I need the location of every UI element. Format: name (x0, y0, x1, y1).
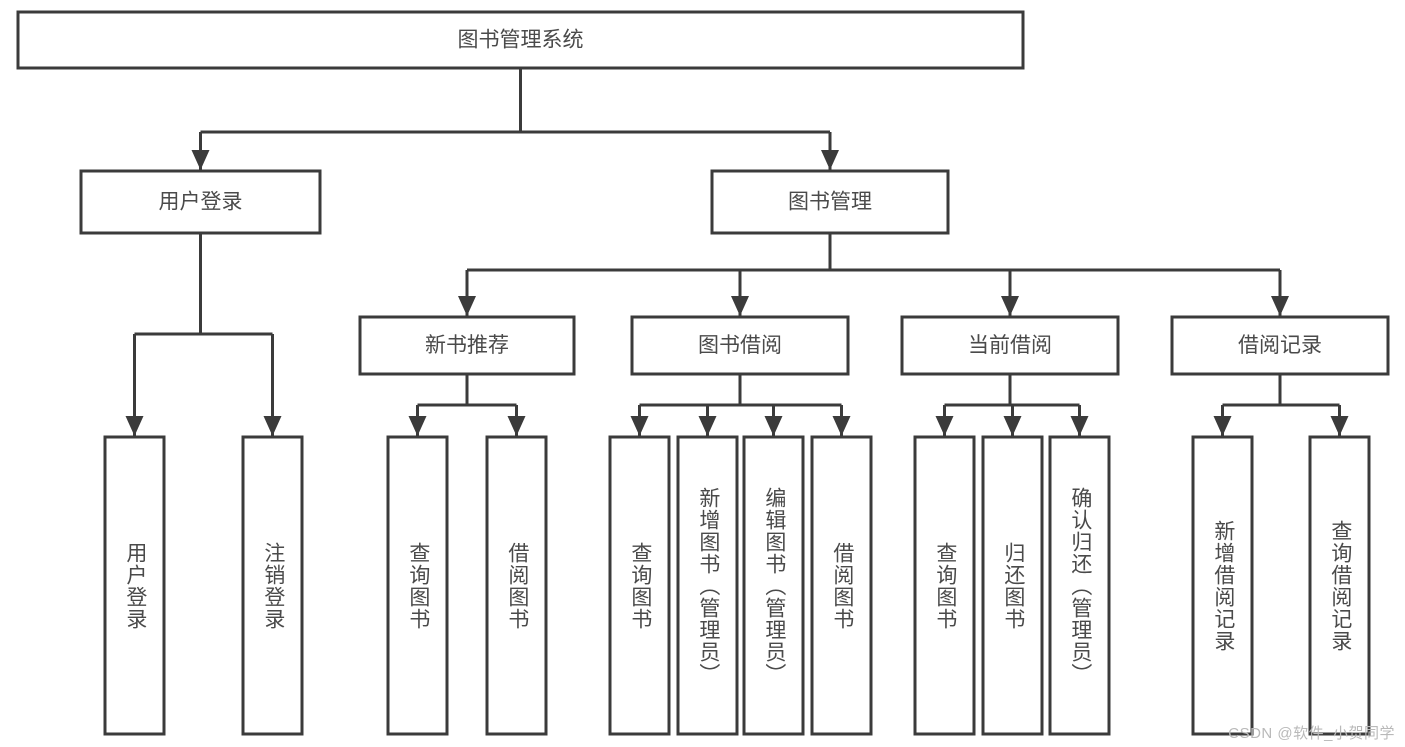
node-book-borrow[interactable]: 图书借阅 (630, 315, 850, 376)
leaf-box (981, 435, 1044, 736)
node-leaf-query-record[interactable] (1308, 435, 1371, 736)
leaf-box (103, 435, 166, 736)
level2-box (710, 169, 950, 235)
arrow-head-icon (1001, 296, 1019, 316)
arrow-head-icon (125, 416, 144, 436)
leaf-box (810, 435, 873, 736)
leaf-box (386, 435, 449, 736)
leaf-box (485, 435, 548, 736)
level3-box (1170, 315, 1390, 376)
arrow-head-icon (1330, 416, 1349, 436)
arrow-head-icon (1271, 296, 1289, 316)
arrow-head-icon (458, 296, 476, 316)
node-label: 用户登录 (159, 191, 243, 214)
level3-box (358, 315, 576, 376)
arrow-head-icon (1003, 416, 1022, 436)
arrow-head-icon (764, 416, 783, 436)
arrow-head-icon (408, 416, 427, 436)
node-book-manage[interactable]: 图书管理 (710, 169, 950, 235)
node-label: 图书管理系统 (458, 29, 584, 52)
leaf-box (1048, 435, 1111, 736)
leaf-box (608, 435, 671, 736)
node-root[interactable]: 图书管理系统 (16, 10, 1025, 70)
node-leaf-borrow-book-2[interactable] (810, 435, 873, 736)
level2-box (79, 169, 322, 235)
node-user-login[interactable]: 用户登录 (79, 169, 322, 235)
edges-layer (125, 68, 1349, 436)
arrow-head-icon (731, 296, 749, 316)
node-leaf-borrow-book-1[interactable] (485, 435, 548, 736)
arrow-head-icon (263, 416, 282, 436)
arrow-head-icon (1213, 416, 1232, 436)
leaf-box (241, 435, 304, 736)
node-leaf-add-book[interactable] (676, 435, 739, 736)
arrow-head-icon (698, 416, 717, 436)
arrow-head-icon (507, 416, 526, 436)
node-label: 新书推荐 (425, 334, 509, 357)
node-leaf-confirm-return[interactable] (1048, 435, 1111, 736)
level3-box (900, 315, 1120, 376)
leaf-box (913, 435, 976, 736)
node-leaf-add-record[interactable] (1191, 435, 1254, 736)
node-label: 借阅记录 (1238, 334, 1322, 357)
node-borrow-record[interactable]: 借阅记录 (1170, 315, 1390, 376)
leaf-box (676, 435, 739, 736)
leaf-box (742, 435, 805, 736)
arrow-head-icon (630, 416, 649, 436)
root-box (16, 10, 1025, 70)
leaf-box (1191, 435, 1254, 736)
node-leaf-edit-book[interactable] (742, 435, 805, 736)
node-leaf-query-book-3[interactable] (913, 435, 976, 736)
arrow-head-icon (1070, 416, 1089, 436)
node-leaf-query-book-1[interactable] (386, 435, 449, 736)
arrow-head-icon (821, 150, 839, 170)
node-label: 图书借阅 (698, 334, 782, 357)
level3-box (630, 315, 850, 376)
node-current-borrow[interactable]: 当前借阅 (900, 315, 1120, 376)
arrow-head-icon (832, 416, 851, 436)
node-leaf-user-logout[interactable] (241, 435, 304, 736)
arrow-head-icon (191, 150, 210, 170)
watermark-text: CSDN @软件_小贺同学 (1228, 725, 1395, 742)
node-label: 当前借阅 (968, 334, 1052, 357)
arrow-head-icon (935, 416, 954, 436)
node-leaf-user-login[interactable] (103, 435, 166, 736)
node-leaf-query-book-2[interactable] (608, 435, 671, 736)
node-label: 图书管理 (788, 191, 872, 214)
node-new-book-rec[interactable]: 新书推荐 (358, 315, 576, 376)
node-leaf-return-book[interactable] (981, 435, 1044, 736)
leaf-box (1308, 435, 1371, 736)
